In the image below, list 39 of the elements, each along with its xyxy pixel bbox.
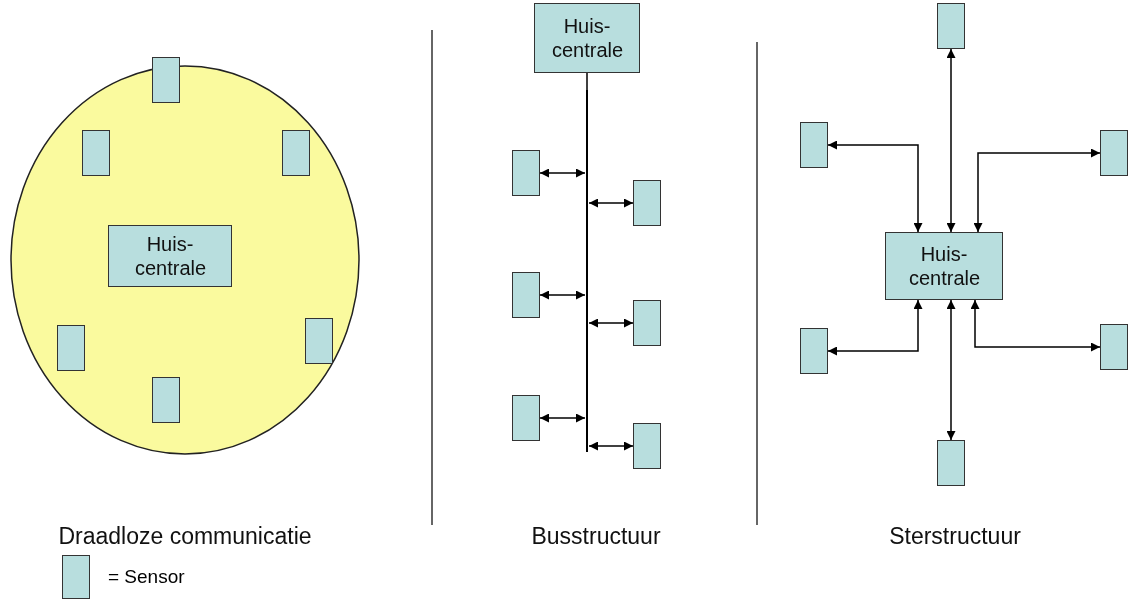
panel-caption: Sterstructuur bbox=[889, 523, 1021, 550]
bus-line bbox=[586, 90, 588, 452]
sensor-box bbox=[633, 300, 661, 346]
panel-caption: Busstructuur bbox=[531, 523, 661, 550]
arrow bbox=[588, 198, 634, 208]
arrow bbox=[973, 148, 1101, 233]
arrow bbox=[827, 299, 923, 356]
sensor-box bbox=[152, 377, 180, 423]
sensor-box bbox=[1100, 324, 1128, 370]
sensor-box bbox=[82, 130, 110, 176]
legend-label: = Sensor bbox=[108, 566, 185, 588]
arrow bbox=[588, 318, 634, 328]
sensor-box bbox=[512, 272, 540, 318]
hub-box: Huis- centrale bbox=[534, 3, 640, 73]
sensor-box bbox=[800, 328, 828, 374]
arrow bbox=[539, 168, 586, 178]
arrow bbox=[970, 299, 1101, 352]
sensor-box bbox=[152, 57, 180, 103]
panel-caption: Draadloze communicatie bbox=[58, 523, 312, 550]
connector-line bbox=[586, 72, 588, 91]
sensor-box bbox=[305, 318, 333, 364]
hub-box: Huis- centrale bbox=[885, 232, 1003, 300]
arrow bbox=[946, 299, 956, 441]
sensor-box bbox=[1100, 130, 1128, 176]
sensor-box bbox=[937, 3, 965, 49]
arrow bbox=[539, 413, 586, 423]
sensor-box bbox=[57, 325, 85, 371]
arrow bbox=[539, 290, 586, 300]
sensor-box bbox=[512, 395, 540, 441]
arrow bbox=[827, 140, 923, 233]
sensor-box bbox=[633, 423, 661, 469]
hub-box: Huis- centrale bbox=[108, 225, 232, 287]
arrow bbox=[588, 441, 634, 451]
arrow bbox=[946, 48, 956, 233]
sensor-box bbox=[512, 150, 540, 196]
sensor-box bbox=[937, 440, 965, 486]
sensor-box bbox=[800, 122, 828, 168]
sensor-box bbox=[282, 130, 310, 176]
sensor-box bbox=[633, 180, 661, 226]
